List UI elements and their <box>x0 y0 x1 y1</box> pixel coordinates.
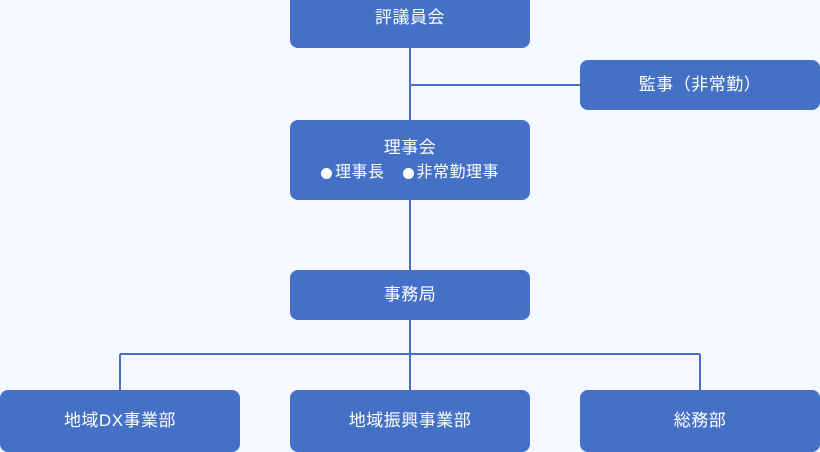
node-department-general-label: 総務部 <box>673 411 727 431</box>
node-council-label: 評議員会 <box>375 8 445 28</box>
node-board-role-chairman-label: 理事長 <box>334 164 385 182</box>
node-board-role-parttime-director-label: 非常勤理事 <box>416 164 500 182</box>
node-board[interactable]: 理事会 理事長 非常勤理事 <box>290 120 530 200</box>
node-board-roles: 理事長 非常勤理事 <box>320 163 500 183</box>
filled-circle-bullet-icon <box>320 167 332 179</box>
node-secretariat-label: 事務局 <box>383 285 437 305</box>
node-auditor[interactable]: 監事（非常勤） <box>580 60 820 110</box>
node-department-regional[interactable]: 地域振興事業部 <box>290 390 530 452</box>
node-department-dx[interactable]: 地域DX事業部 <box>0 390 240 452</box>
node-department-dx-label: 地域DX事業部 <box>63 411 177 431</box>
node-department-general[interactable]: 総務部 <box>580 390 820 452</box>
filled-circle-bullet-icon <box>402 167 414 179</box>
node-department-regional-label: 地域振興事業部 <box>348 411 472 431</box>
node-board-label: 理事会 <box>383 137 437 157</box>
node-board-role-chairman: 理事長 <box>320 163 385 183</box>
node-board-role-parttime-director: 非常勤理事 <box>402 163 500 183</box>
node-council[interactable]: 評議員会 <box>290 0 530 48</box>
node-secretariat[interactable]: 事務局 <box>290 270 530 320</box>
node-auditor-label: 監事（非常勤） <box>638 75 762 95</box>
